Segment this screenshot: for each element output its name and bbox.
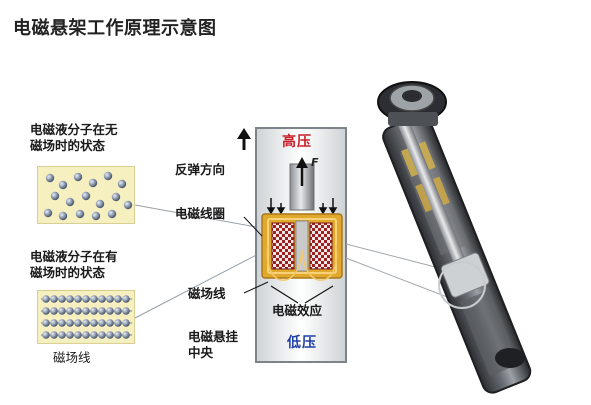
em-effect-label: 电磁效应	[272, 303, 323, 318]
shock-absorber-illustration	[377, 81, 532, 394]
connector-line-bottom	[134, 251, 263, 319]
diagram-title: 电磁悬架工作原理示意图	[13, 18, 217, 39]
with-field-label-line1: 电磁液分子在有	[30, 249, 118, 264]
rebound-direction-label: 反弹方向	[175, 162, 226, 177]
zoom-line-top	[345, 243, 448, 271]
low-pressure-label: 低压	[287, 335, 317, 351]
suspension-center-line1: 电磁悬挂	[188, 329, 239, 344]
connector-line-top	[134, 204, 263, 229]
no-field-label: 电磁液分子在无 磁场时的状态	[30, 122, 118, 154]
no-field-particles	[43, 171, 133, 221]
with-field-particle-chains	[41, 295, 132, 339]
with-field-lines-label: 磁场线	[53, 350, 91, 365]
cylinder-cross-section	[243, 127, 347, 363]
suspension-center-line2: 中央	[188, 345, 214, 360]
no-field-label-line2: 磁场时的状态	[30, 138, 106, 153]
coil-label: 电磁线圈	[175, 206, 226, 221]
no-field-label-line1: 电磁液分子在无	[30, 122, 118, 137]
with-field-label: 电磁液分子在有 磁场时的状态	[30, 249, 118, 281]
force-arrow-icon	[296, 157, 308, 186]
suspension-center-label: 电磁悬挂 中央	[188, 329, 238, 361]
high-pressure-label: 高压	[282, 134, 312, 150]
rebound-arrow-icon	[237, 128, 251, 150]
zoom-circle	[438, 261, 486, 309]
force-symbol-label: F	[311, 156, 319, 169]
with-field-label-line2: 磁场时的状态	[30, 265, 106, 280]
zoom-line-bottom	[345, 257, 456, 301]
cylinder-field-lines-label: 磁场线	[188, 286, 226, 301]
